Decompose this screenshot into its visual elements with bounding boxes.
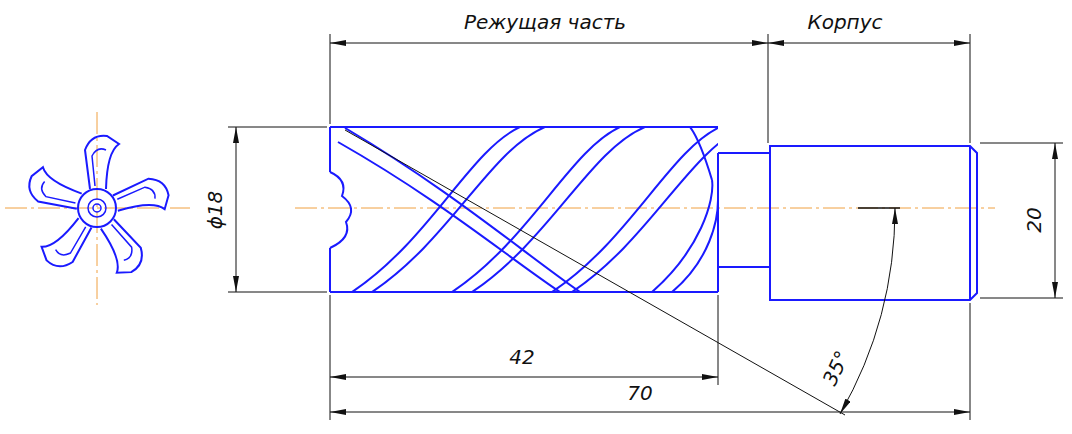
dimension-value: 35° (819, 348, 852, 389)
center-line (5, 112, 995, 305)
dimension-value: 70 (627, 383, 652, 403)
dimension-value: 42 (509, 347, 534, 367)
part-name: Режущая часть (464, 12, 626, 32)
dimension-value: ϕ18 (205, 191, 225, 230)
shank (770, 146, 977, 300)
end-view (25, 136, 173, 280)
cutting-part (330, 127, 770, 292)
part-name: Корпус (807, 12, 882, 32)
dimension-lines (228, 34, 1063, 420)
dimension-value: 20 (1024, 207, 1044, 232)
